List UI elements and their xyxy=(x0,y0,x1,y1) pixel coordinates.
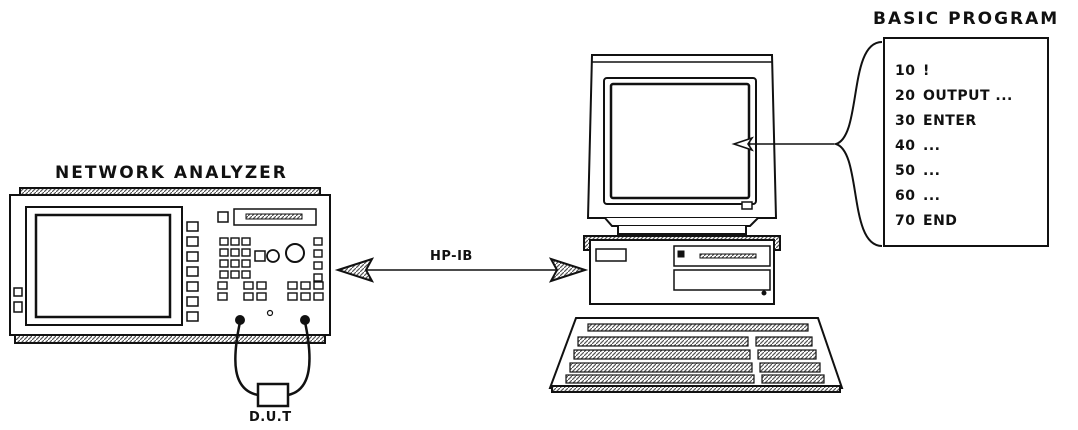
analyzer-rpg-knob xyxy=(285,243,305,263)
monitor-stand xyxy=(604,217,759,227)
floppy-slot xyxy=(699,253,757,259)
program-line-number: 40 xyxy=(895,138,915,154)
program-line-number: 30 xyxy=(895,113,915,129)
monitor-power-button xyxy=(741,201,753,210)
analyzer-softkeys xyxy=(186,221,199,322)
network-analyzer xyxy=(9,187,331,344)
hpib-label: HP-IB xyxy=(430,249,473,264)
keyboard-keys xyxy=(565,323,825,384)
analyzer-knob-small xyxy=(266,249,280,263)
program-line-number: 10 xyxy=(895,63,915,79)
program-line-number: 70 xyxy=(895,213,915,229)
dut-label: D.U.T xyxy=(249,410,292,425)
analyzer-step-key xyxy=(254,250,266,262)
analyzer-disk-slot xyxy=(245,213,303,220)
analyzer-screen xyxy=(34,213,172,319)
system-unit-badge xyxy=(595,248,627,262)
analyzer-side-keys xyxy=(313,237,323,282)
keyboard-base xyxy=(551,385,841,393)
analyzer-disk-button xyxy=(217,211,229,223)
analyzer-lower-keys xyxy=(217,281,324,301)
program-line-statement: ! xyxy=(923,63,930,79)
program-line-number: 60 xyxy=(895,188,915,204)
program-line-statement: ... xyxy=(923,138,940,154)
analyzer-port-ref xyxy=(266,309,274,317)
program-brace xyxy=(832,41,883,247)
program-line-number: 20 xyxy=(895,88,915,104)
network-analyzer-label: NETWORK ANALYZER xyxy=(55,163,288,183)
monitor-screen xyxy=(609,82,751,200)
program-to-screen-arrow xyxy=(731,136,834,152)
hard-drive-bay xyxy=(673,269,771,291)
analyzer-power-switch xyxy=(13,287,23,297)
dut-cables xyxy=(234,321,311,397)
program-line-statement: ENTER xyxy=(923,113,977,129)
program-listing: 10! 20 OUTPUT ... 30 ENTER 40... 50... 60... 70 E… xyxy=(895,63,1013,229)
analyzer-line-switch xyxy=(13,301,23,313)
program-line-number: 50 xyxy=(895,163,915,179)
basic-program-label: BASIC PROGRAM xyxy=(873,9,1059,29)
analyzer-keypad xyxy=(219,237,251,279)
computer xyxy=(548,54,844,393)
monitor-base xyxy=(617,226,747,235)
program-line-statement: ... xyxy=(923,163,940,179)
hpib-arrow xyxy=(334,257,589,283)
program-line-statement: END xyxy=(923,213,957,229)
program-listing-box xyxy=(883,37,1049,247)
program-line-statement: OUTPUT ... xyxy=(923,88,1013,104)
program-line-statement: ... xyxy=(923,188,940,204)
analyzer-base xyxy=(14,334,326,344)
dut-box xyxy=(256,382,290,408)
